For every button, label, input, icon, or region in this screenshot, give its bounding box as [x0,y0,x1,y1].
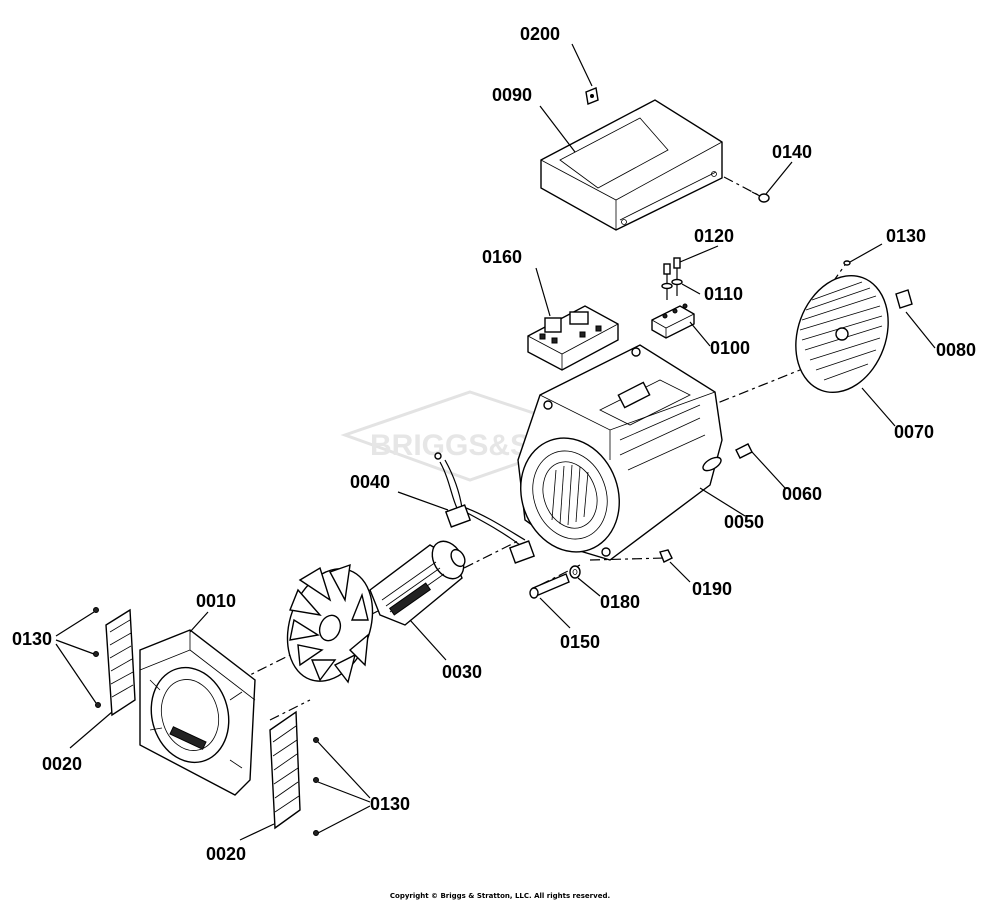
label-0010: 0010 [196,591,236,611]
label-0030: 0030 [442,662,482,682]
part-0020-louver-left [105,608,136,717]
part-0150-bolt [529,573,570,599]
part-0130-screws-right [313,737,319,836]
part-0100-terminal-block [651,303,695,339]
label-0080: 0080 [936,340,976,360]
label-0130-left: 0130 [12,629,52,649]
copyright-notice: Copyright © Briggs & Stratton, LLC. All … [390,892,610,900]
leader-lines [55,43,936,841]
part-0010-end-bell [139,629,256,796]
label-0020-bottom: 0020 [206,844,246,864]
label-0040: 0040 [350,472,390,492]
part-0050-stator-housing [517,344,723,561]
label-0020-left: 0020 [42,754,82,774]
part-0130-screw-top [843,260,851,266]
label-0130-top: 0130 [886,226,926,246]
label-0060: 0060 [782,484,822,504]
part-0030-rotor [286,540,466,684]
part-0040-harness [434,452,536,564]
label-0100: 0100 [710,338,750,358]
label-0200: 0200 [520,24,560,44]
part-0130-screws-left [93,607,101,708]
part-0020-louver-right [269,710,301,830]
label-0050: 0050 [724,512,764,532]
part-0200-clip [585,87,599,105]
label-0180: 0180 [600,592,640,612]
label-0110: 0110 [704,284,743,304]
part-0060-grommet [735,443,753,459]
label-0140: 0140 [772,142,812,162]
part-0160-regulator [527,305,619,371]
callout-labels: 0200 0090 0140 0120 0130 0160 0110 0080 … [12,24,976,864]
part-0180-washer [569,565,581,579]
part-0080-clip [895,289,913,309]
label-0190: 0190 [692,579,732,599]
label-0150: 0150 [560,632,600,652]
label-0160: 0160 [482,247,522,267]
label-0130-right: 0130 [370,794,410,814]
part-0090-cover [540,99,723,231]
part-0140-screw [751,191,770,203]
label-0090: 0090 [492,85,532,105]
part-0110-washers [661,278,683,290]
part-0070-end-grille [795,274,889,394]
label-0070: 0070 [894,422,934,442]
label-0120: 0120 [694,226,734,246]
part-0190-nut [659,549,673,563]
